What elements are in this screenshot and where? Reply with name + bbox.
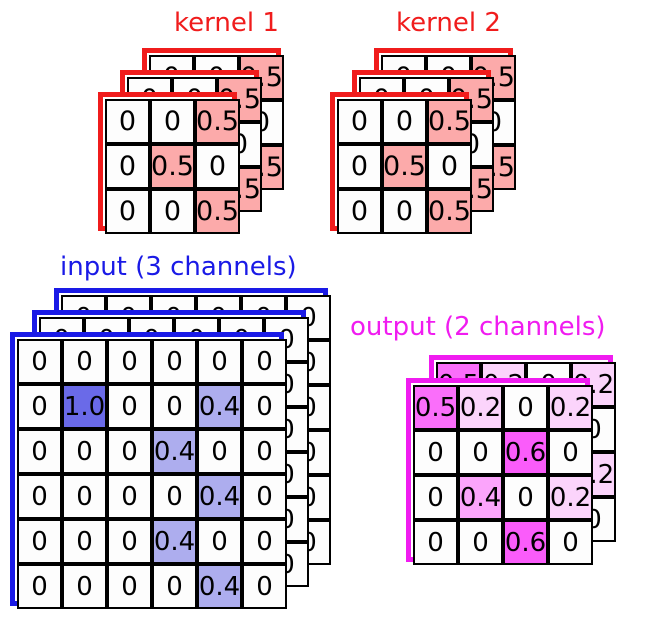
input-cell: 0 [152,384,197,429]
input-cell: 0 [107,474,152,519]
kernel-2-cell: 0.5 [427,189,472,234]
output-cell: 0 [548,430,593,475]
input-cell: 0 [107,339,152,384]
input-cell: 0 [242,429,287,474]
input-cell: 0 [17,384,62,429]
kernel-2-cell: 0.5 [382,144,427,189]
kernel-1-cell: 0 [105,144,150,189]
kernel-2-cell: 0 [382,99,427,144]
input-cell: 1.0 [62,384,107,429]
kernel-2-cell: 0 [427,144,472,189]
kernel-1-cell: 0.5 [195,99,240,144]
input-cell: 0 [107,564,152,609]
output-cell: 0.2 [548,385,593,430]
input-cell: 0 [17,429,62,474]
kernel-1-cell: 0 [150,189,195,234]
input-cell: 0 [62,429,107,474]
input-cell: 0 [152,564,197,609]
output-cell: 0 [413,520,458,565]
kernel-1-cell: 0.5 [195,189,240,234]
input-cell: 0 [242,564,287,609]
output-cell: 0.6 [503,520,548,565]
input-cell: 0 [197,429,242,474]
input-cell: 0.4 [197,384,242,429]
output-cell: 0.2 [458,385,503,430]
kernel-2-cell: 0 [337,189,382,234]
input-cell: 0 [17,474,62,519]
input-cell: 0 [197,519,242,564]
input-cell: 0.4 [152,519,197,564]
kernel-1-cell: 0 [105,99,150,144]
input-cell: 0 [242,339,287,384]
kernel-1-cell: 0 [105,189,150,234]
kernel-2-title: kernel 2 [396,8,501,38]
input-cell: 0 [62,339,107,384]
kernel-2-stack: 000.500.50000.5000.500.50000.5000.500.50… [330,48,516,234]
output-cell: 0.6 [503,430,548,475]
kernel-1-title: kernel 1 [174,8,279,38]
input-cell: 0 [107,384,152,429]
input-cell: 0 [107,519,152,564]
kernel-2-cell: 0 [337,99,382,144]
input-cell: 0 [17,564,62,609]
output-cell: 0 [503,385,548,430]
output-stack: 0.50.200.2000.6000.400.2000.600.50.200.2… [406,355,616,565]
kernel-2-cell: 0 [337,144,382,189]
output-cell: 0 [458,430,503,475]
input-cell: 0 [242,474,287,519]
input-cell: 0 [17,519,62,564]
kernel-1-cell: 0 [195,144,240,189]
input-cell: 0 [152,474,197,519]
output-cell: 0 [458,520,503,565]
output-cell: 0.5 [413,385,458,430]
output-cell: 0 [503,475,548,520]
input-cell: 0.4 [152,429,197,474]
kernel-2-cell: 0 [382,189,427,234]
output-cell: 0 [548,520,593,565]
input-cell: 0 [107,429,152,474]
input-cell: 0 [242,519,287,564]
input-cell: 0 [152,339,197,384]
kernel-1-stack: 000.500.50000.5000.500.50000.5000.500.50… [98,48,284,234]
output-cell: 0.2 [548,475,593,520]
input-title: input (3 channels) [60,252,297,282]
input-cell: 0 [242,384,287,429]
kernel-2-cell: 0.5 [427,99,472,144]
input-cell: 0 [62,519,107,564]
input-cell: 0 [197,339,242,384]
kernel-1-cell: 0.5 [150,144,195,189]
kernel-1-cell: 0 [150,99,195,144]
input-cell: 0.4 [197,474,242,519]
output-cell: 0.4 [458,475,503,520]
input-cell: 0 [62,474,107,519]
output-title: output (2 channels) [350,312,606,342]
input-cell: 0 [17,339,62,384]
input-cell: 0.4 [197,564,242,609]
output-cell: 0 [413,475,458,520]
output-cell: 0 [413,430,458,475]
input-cell: 0 [62,564,107,609]
